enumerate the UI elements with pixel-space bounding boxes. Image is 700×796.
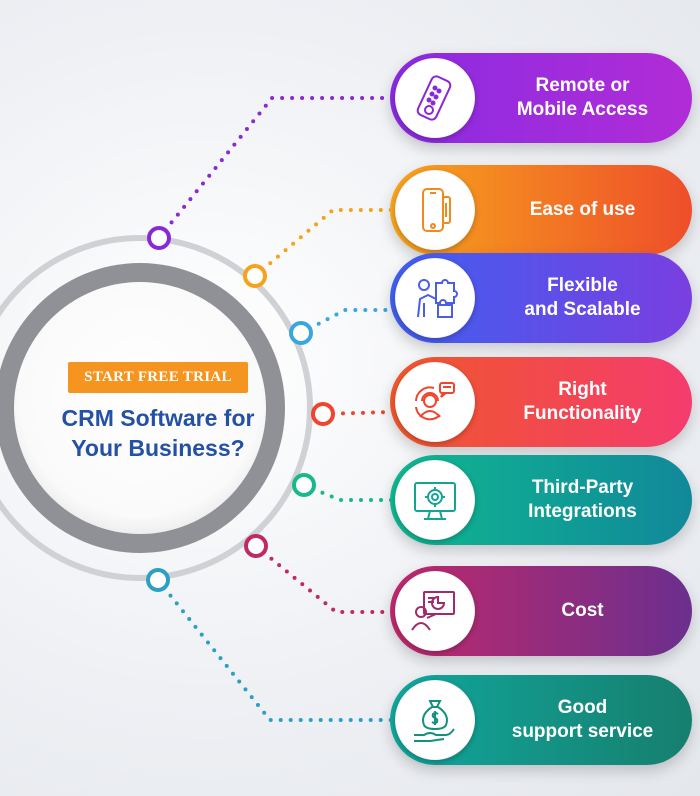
feature-icon-circle [395,258,475,338]
feature-pill-good-support: Good support service [390,675,692,765]
connector-line-6 [254,544,394,614]
feature-icon-circle [395,58,475,138]
feature-label-line2: Functionality [523,403,642,424]
node-4 [311,402,335,426]
monitor-gear-icon [414,482,456,520]
feature-label: Right Functionality [485,357,680,447]
feature-label-line2: Mobile Access [516,99,649,120]
connector-line-2 [253,208,394,278]
feature-label: Flexible and Scalable [485,253,680,343]
outer-ring [0,235,313,581]
feature-label-line1: Right [558,379,607,400]
center-content: START FREE TRIAL CRM Software for Your B… [18,362,298,463]
feature-icon-circle [395,571,475,651]
feature-pill-third-party-integrations: Third-Party Integrations [390,455,692,545]
money-bag-hand-icon [414,700,455,742]
presentation-chart-icon [411,591,455,631]
feature-icon-circle [395,362,475,442]
connector-line-7 [156,578,394,722]
feature-icon-circle [395,170,475,250]
puzzle-person-icon [417,279,458,318]
feature-label-line1: Remote or [535,75,630,96]
feature-label: Remote or Mobile Access [485,53,680,143]
connector-line-5 [302,483,394,502]
node-1 [147,226,171,250]
node-7 [146,568,170,592]
center-heading: CRM Software for Your Business? [18,403,298,463]
center-heading-line2: Your Business? [71,435,245,461]
feature-label-line2: support service [511,721,654,742]
center-heading-line1: CRM Software for [61,405,255,431]
node-5 [292,473,316,497]
feature-label: Good support service [485,675,680,765]
feature-label: Third-Party Integrations [485,455,680,545]
feature-label-line1: Cost [561,600,604,621]
connector-line-3 [299,308,394,335]
mobile-phone-icon [422,188,451,232]
support-agent-icon [415,382,455,421]
feature-pill-right-functionality: Right Functionality [390,357,692,447]
feature-pill-flexible-scalable: Flexible and Scalable [390,253,692,343]
feature-label-line1: Good [557,697,608,718]
feature-label: Ease of use [485,165,680,255]
feature-label: Cost [485,566,680,656]
feature-icon-circle [395,680,475,760]
connector-line-1 [157,96,394,240]
feature-pill-remote-access: Remote or Mobile Access [390,53,692,143]
feature-label-line2: Integrations [528,501,637,522]
start-free-trial-button[interactable]: START FREE TRIAL [68,362,248,393]
feature-label-line2: and Scalable [524,299,641,320]
inner-disc [14,282,266,534]
node-6 [244,534,268,558]
node-3 [289,321,313,345]
remote-control-icon [416,75,452,121]
feature-label-line1: Third-Party [531,477,634,498]
feature-label-line1: Flexible [547,275,618,296]
feature-label-line1: Ease of use [529,199,636,220]
feature-icon-circle [395,460,475,540]
feature-pill-ease-of-use: Ease of use [390,165,692,255]
node-2 [243,264,267,288]
feature-pill-cost: Cost [390,566,692,656]
